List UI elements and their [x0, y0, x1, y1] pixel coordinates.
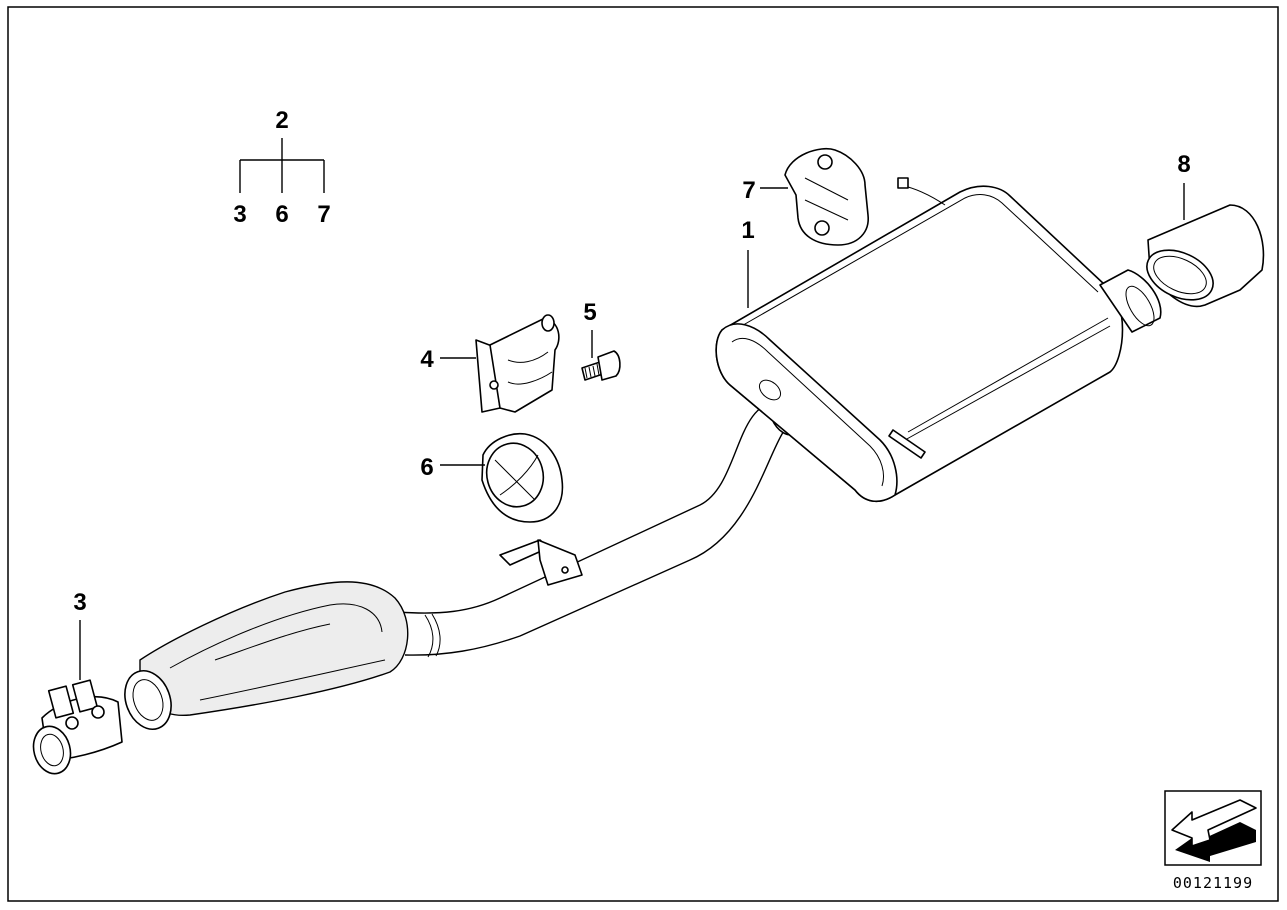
callout-assembly-sub-6[interactable]: 6: [275, 201, 288, 228]
rubber-ring: 6: [420, 432, 564, 523]
callout-bolt[interactable]: 5: [583, 299, 596, 326]
arrow-back-icon[interactable]: [1164, 790, 1262, 866]
pipe-bracket: [499, 539, 583, 586]
front-silencer: [124, 581, 409, 730]
callout-rubber-mount[interactable]: 7: [742, 177, 755, 204]
callout-assembly-sub-7[interactable]: 7: [317, 201, 330, 228]
callout-assembly[interactable]: 2: [275, 107, 288, 134]
callout-hanger-bracket[interactable]: 4: [420, 346, 434, 373]
callout-rubber-ring[interactable]: 6: [420, 454, 433, 481]
callout-assembly-sub-3[interactable]: 3: [233, 201, 246, 228]
tail-pipe-trim: 8: [1146, 151, 1265, 308]
pipe-clamp: 3: [32, 589, 123, 775]
callout-tail-pipe-trim[interactable]: 8: [1177, 151, 1190, 178]
callout-clamp[interactable]: 3: [73, 589, 86, 616]
diagram-border: [7, 6, 1279, 902]
bolt: 5: [581, 299, 621, 381]
hanger-bracket: 4: [420, 314, 560, 413]
reference-number: 00121199: [1173, 874, 1253, 892]
callout-rear-muffler[interactable]: 1: [741, 217, 754, 244]
rubber-mount: 7: [742, 148, 869, 246]
exhaust-pipe: [397, 392, 802, 658]
rear-muffler: 1: [715, 177, 1162, 503]
assembly-tree: 2 3 6 7: [233, 107, 330, 228]
